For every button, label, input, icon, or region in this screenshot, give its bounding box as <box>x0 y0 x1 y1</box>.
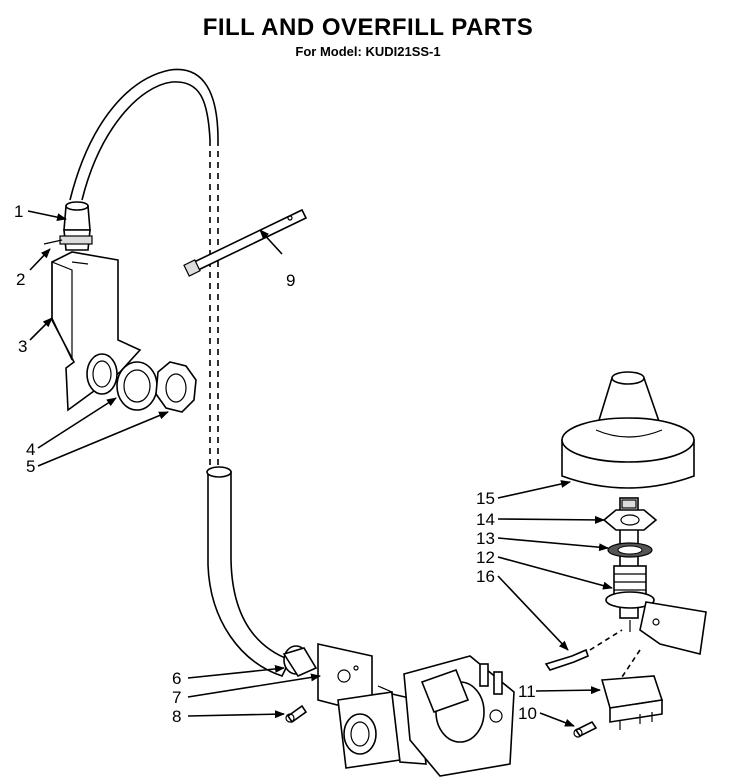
switch-bracket <box>629 601 707 655</box>
part-5-nut <box>155 361 197 413</box>
part-4-gasket <box>86 353 158 411</box>
callout-11: 11 <box>518 682 536 701</box>
callout-7: 7 <box>172 688 181 707</box>
part-16-lever <box>544 629 641 681</box>
callout-8: 8 <box>172 707 181 726</box>
callout-13: 13 <box>476 529 495 548</box>
callout-6: 6 <box>172 669 181 688</box>
callout-15: 15 <box>476 489 495 508</box>
callout-3: 3 <box>18 337 27 356</box>
fill-valve-assembly <box>337 655 515 777</box>
part-13-o-ring <box>607 542 653 558</box>
model-subtitle: For Model: KUDI21SS-1 <box>295 44 441 59</box>
callout-2: 2 <box>16 270 25 289</box>
part-15-float <box>561 371 695 489</box>
part-14-washer <box>602 509 658 531</box>
callout-16: 16 <box>476 567 495 586</box>
part-2-clamp <box>43 235 93 245</box>
leader-lines <box>27 210 613 727</box>
part-8-screw <box>285 704 308 724</box>
callout-1: 1 <box>14 202 23 221</box>
diagram-title: FILL AND OVERFILL PARTS <box>202 14 534 41</box>
part-11-switch <box>600 675 664 730</box>
part-6-tube-fitting <box>282 645 318 678</box>
part-9-cable-tie <box>183 208 308 277</box>
part-3-fill-funnel <box>51 251 142 412</box>
callout-9: 9 <box>286 271 295 290</box>
part-12-nut <box>605 565 655 609</box>
callout-5: 5 <box>26 457 35 476</box>
part-10-screw <box>573 720 598 738</box>
callout-4: 4 <box>26 440 35 459</box>
callout-10: 10 <box>518 704 537 723</box>
callout-14: 14 <box>476 510 495 529</box>
callout-12: 12 <box>476 548 495 567</box>
callout-labels: 1 2 3 4 5 6 7 8 9 10 11 12 13 14 15 16 <box>14 202 537 726</box>
